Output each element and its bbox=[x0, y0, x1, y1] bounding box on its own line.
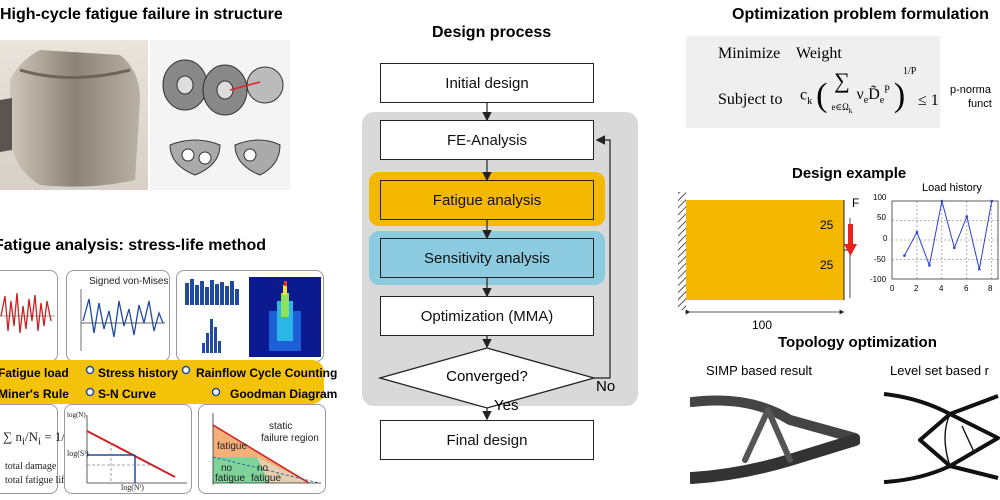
xtick-6: 6 bbox=[964, 284, 969, 293]
no-label: No bbox=[596, 378, 616, 395]
goodman-label: Goodman Diagram bbox=[230, 387, 338, 401]
minimize-objective: Weight bbox=[796, 45, 842, 62]
pnorm-note: p-norma bbox=[950, 84, 991, 96]
step-final-design: Final design bbox=[380, 420, 594, 460]
flowchart-connectors bbox=[377, 103, 611, 421]
miners-rule-panel: ∑ ni/Ni = 1/N total damage total fatigue… bbox=[0, 404, 74, 494]
miner-total-life: total fatigue life bbox=[5, 475, 69, 486]
goodman-no-1: no bbox=[221, 463, 233, 474]
goodman-nofatigue-1: fatigue bbox=[215, 473, 246, 484]
miner-total-damage: total damage bbox=[5, 461, 57, 472]
topology-title: Topology optimization bbox=[778, 334, 937, 351]
load-history-chart bbox=[891, 199, 999, 280]
design-domain bbox=[686, 200, 844, 300]
signed-von-mises-label: Signed von-Mises bbox=[89, 276, 169, 287]
levelset-label: Level set based r bbox=[890, 363, 990, 378]
formulation-panel bbox=[686, 36, 940, 128]
load-series-line bbox=[904, 200, 993, 270]
load-point bbox=[903, 254, 906, 257]
stress-history-panel: Signed von-Mises bbox=[66, 270, 170, 362]
xtick-8: 8 bbox=[988, 284, 993, 293]
step-sensitivity-analysis: Sensitivity analysis bbox=[380, 238, 594, 278]
sn-ylabel-top: log(N) bbox=[67, 411, 86, 419]
ytick-50: 50 bbox=[877, 213, 886, 222]
stress-life-title: Fatigue analysis: stress-life method bbox=[0, 237, 267, 254]
minimize-label: Minimize bbox=[718, 45, 781, 62]
goodman-nofatigue-2: fatigue bbox=[251, 473, 282, 484]
design-process-title: Design process bbox=[432, 24, 552, 41]
wall-hatch bbox=[678, 192, 686, 310]
xtick-4: 4 bbox=[939, 284, 944, 293]
goodman-fatigue: fatigue bbox=[217, 441, 248, 452]
fatigue-load-panel bbox=[0, 270, 58, 362]
goodman-panel: static failure region fatigue no fatigue… bbox=[198, 404, 326, 494]
step-converged: Converged? bbox=[446, 368, 528, 385]
load-point bbox=[915, 230, 919, 234]
ytick-n50: -50 bbox=[874, 255, 886, 264]
load-point bbox=[940, 199, 944, 203]
load-point bbox=[977, 267, 981, 271]
fatigue-load-label: Fatigue load bbox=[0, 366, 69, 380]
load-point bbox=[953, 246, 956, 250]
chain-link-photo bbox=[150, 40, 290, 190]
simp-label: SIMP based result bbox=[706, 363, 812, 378]
load-point bbox=[965, 215, 969, 218]
xtick-2: 2 bbox=[914, 284, 919, 293]
load-point bbox=[990, 199, 994, 203]
yes-label: Yes bbox=[494, 397, 519, 414]
opt-formulation-title: Optimization problem formulation bbox=[732, 6, 989, 23]
load-point bbox=[928, 264, 931, 267]
goodman-no-2: no bbox=[257, 463, 269, 474]
simp-result bbox=[690, 395, 860, 484]
design-example-title: Design example bbox=[792, 165, 907, 182]
load-history-title: Load history bbox=[922, 182, 982, 194]
levelset-result bbox=[883, 392, 1000, 484]
goodman-failure-region: failure region bbox=[261, 433, 319, 444]
pnorm-note-2: funct bbox=[968, 98, 992, 110]
dim-bottom-label: 25 bbox=[820, 258, 834, 272]
rainflow-label: Rainflow Cycle Counting bbox=[196, 366, 338, 380]
design-example-figure bbox=[678, 192, 857, 315]
force-arrow bbox=[848, 224, 853, 246]
subject-to-label: Subject to bbox=[718, 91, 783, 108]
constraint-formula: ck ( ∑e∈Ωk νeD̃eP ) bbox=[800, 68, 906, 115]
constraint-rhs: ≤ 1 bbox=[918, 92, 939, 109]
band-connector-dots bbox=[85, 365, 221, 397]
ytick-0: 0 bbox=[883, 234, 888, 243]
ytick-100: 100 bbox=[873, 193, 887, 202]
step-optimization: Optimization (MMA) bbox=[380, 296, 594, 336]
stress-life-band bbox=[0, 360, 324, 404]
force-label: F bbox=[852, 196, 860, 210]
rainflow-panel bbox=[176, 270, 324, 362]
constraint-exponent: 1/P bbox=[903, 66, 917, 77]
stress-history-label: Stress history bbox=[98, 366, 179, 380]
miners-rule-label: Miner's Rule bbox=[0, 387, 69, 401]
fatigue-failure-title: High-cycle fatigue failure in structure bbox=[0, 6, 283, 23]
sn-curve-panel: log(Nⁱ) log(Sⁱ) log(N) bbox=[64, 404, 192, 494]
ytick-n100: -100 bbox=[870, 275, 887, 284]
sn-curve-label: S-N Curve bbox=[98, 387, 157, 401]
sn-ylabel: log(Sⁱ) bbox=[67, 449, 89, 458]
dim-top-label: 25 bbox=[820, 218, 834, 232]
fractured-part-photo bbox=[0, 40, 148, 190]
sn-xlabel: log(Nⁱ) bbox=[121, 483, 144, 492]
goodman-static: static bbox=[269, 421, 293, 432]
dim-width-label: 100 bbox=[752, 318, 773, 332]
step-initial-design: Initial design bbox=[380, 63, 594, 103]
xtick-0: 0 bbox=[890, 284, 895, 293]
